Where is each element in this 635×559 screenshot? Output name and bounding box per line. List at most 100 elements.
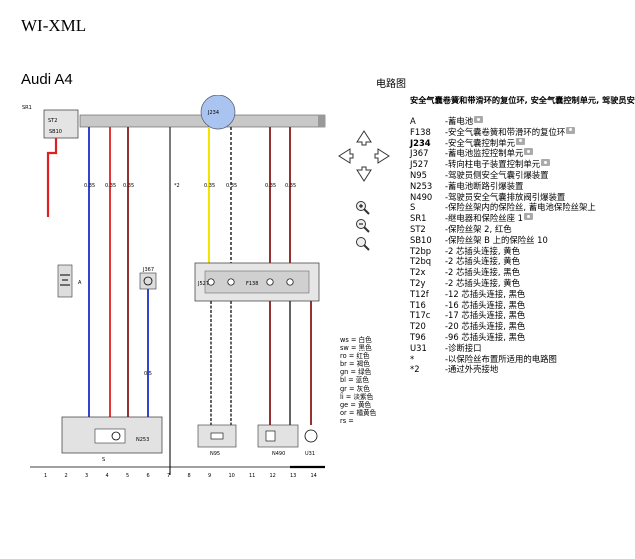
legend-desc: -2 芯插头连接, 黄色	[445, 245, 520, 256]
legend-code[interactable]: N253	[410, 180, 433, 191]
wiring-diagram: SR1 ST2 SB10 J234 0.35 0.35 0.35 0.35 0.…	[22, 95, 326, 479]
column-number: 13	[290, 473, 296, 479]
wire-color-code: bl =	[340, 376, 356, 385]
legend-row: J367 -蓄电池监控控制单元	[410, 148, 635, 159]
pan-down-icon[interactable]	[356, 166, 372, 182]
connector-pin	[286, 278, 294, 286]
legend-code[interactable]: T20	[410, 321, 426, 332]
battery-a[interactable]	[57, 264, 73, 298]
legend-desc: -保险丝架 B 上的保险丝 10	[445, 234, 548, 245]
legend-code[interactable]: *	[410, 353, 415, 364]
connector-pin	[266, 278, 274, 286]
legend-row: J234 -安全气囊控制单元	[410, 137, 635, 149]
legend-code[interactable]: J367	[410, 148, 429, 159]
legend-desc: -2 芯插头连接, 黑色	[445, 267, 520, 278]
u31-label: U31	[305, 451, 315, 457]
pan-left-icon[interactable]	[338, 148, 354, 164]
wire-color-name: 蓝色	[355, 376, 369, 385]
legend-code[interactable]: *2	[410, 364, 420, 375]
gauge-label: 0.35	[105, 183, 116, 189]
n490-block[interactable]	[257, 424, 299, 448]
column-number: 12	[270, 473, 276, 479]
legend-desc: -通过外壳接地	[445, 364, 499, 375]
zoom-reset-icon[interactable]	[355, 236, 371, 252]
legend-desc: -安全气囊控制单元	[445, 137, 516, 148]
fuse-label: SB10	[49, 129, 62, 135]
camera-icon[interactable]	[566, 126, 576, 134]
legend-row: N253-蓄电池断路引爆装置	[410, 181, 635, 192]
legend-code[interactable]: T2y	[410, 277, 426, 288]
app-title: WI-XML	[21, 16, 87, 35]
legend-code[interactable]: F138	[410, 126, 431, 137]
legend-desc: -20 芯插头连接, 黑色	[445, 321, 526, 332]
wire-color-row: or = 橘黄色	[340, 409, 376, 417]
legend-code[interactable]: J527	[410, 159, 429, 170]
pan-up-icon[interactable]	[356, 130, 372, 146]
j234-marker[interactable]	[200, 95, 236, 130]
column-number: 3	[85, 473, 88, 479]
sr1-block[interactable]	[43, 109, 79, 139]
wire-color-code: ws =	[340, 336, 359, 344]
legend-code[interactable]: T12f	[410, 288, 429, 299]
legend-row: U31-诊断接口	[410, 343, 635, 354]
camera-icon[interactable]	[474, 116, 484, 123]
wire-color-code: br =	[340, 360, 357, 369]
column-number: 11	[249, 473, 255, 479]
column-number: 9	[208, 473, 211, 479]
wire-color-name: 灰色	[356, 384, 370, 393]
pan-right-icon[interactable]	[374, 148, 390, 164]
legend-row: T2y-2 芯插头连接, 黄色	[410, 278, 635, 289]
wire-color-name: 红色	[356, 352, 370, 361]
wire-color-name: 绿色	[358, 368, 372, 377]
legend-code[interactable]: S	[410, 202, 416, 213]
camera-icon[interactable]	[524, 213, 534, 221]
legend-row: N95 -驾驶员侧安全气囊引爆装置	[410, 170, 635, 181]
legend-code[interactable]: N490	[410, 191, 433, 202]
u31-component[interactable]	[304, 429, 318, 443]
legend-desc: -驾驶员侧安全气囊引爆装置	[445, 169, 549, 180]
n253-inner	[94, 428, 126, 444]
sr1-label: SR1	[22, 105, 32, 111]
legend-desc: -2 芯插头连接, 黄色	[445, 256, 520, 267]
legend-desc: -蓄电池监控控制单元	[445, 148, 524, 159]
legend-code[interactable]: T96	[410, 331, 426, 342]
j234-label: J234	[207, 110, 219, 116]
legend-code[interactable]: T16	[410, 299, 426, 310]
legend-code[interactable]: T2bq	[410, 256, 432, 267]
st2-label: ST2	[48, 118, 57, 124]
legend-code[interactable]: J234	[410, 137, 431, 148]
legend-code[interactable]: SB10	[410, 234, 432, 245]
wire-color-row: bl = 蓝色	[340, 376, 376, 384]
gauge-label: 0.35	[226, 183, 237, 189]
j367-block[interactable]	[139, 272, 157, 290]
bus-end-cap	[318, 115, 325, 127]
red-wire	[46, 138, 58, 217]
zoom-in-icon[interactable]	[355, 200, 371, 216]
legend-code[interactable]: U31	[410, 342, 427, 353]
connector-pin	[207, 278, 215, 286]
f138-label: F138	[246, 281, 258, 287]
legend-code[interactable]: N95	[410, 169, 427, 180]
wire-color-code: gn =	[340, 368, 359, 377]
wire-color-row: rs =	[340, 417, 376, 425]
camera-icon[interactable]	[516, 137, 526, 145]
wire-color-name: 褐色	[356, 360, 370, 369]
legend-row: ST2-保险丝架 2, 红色	[410, 224, 635, 235]
camera-icon[interactable]	[541, 159, 551, 167]
legend-code[interactable]: ST2	[410, 223, 426, 234]
legend-code[interactable]: T17c	[410, 310, 431, 321]
wire-color-code: or =	[340, 408, 357, 417]
legend-code[interactable]: T2x	[410, 267, 426, 278]
legend-row: T2bp -2 芯插头连接, 黄色	[410, 246, 635, 257]
s-n253-block[interactable]	[61, 416, 163, 454]
gauge-label: 0.35	[204, 183, 215, 189]
legend-code[interactable]: SR1	[410, 213, 427, 224]
legend-code[interactable]: T2bp	[410, 245, 432, 256]
camera-icon[interactable]	[524, 148, 534, 156]
legend-code[interactable]: A	[410, 116, 416, 126]
column-number: 1	[44, 473, 47, 479]
s-label: S	[102, 457, 105, 463]
column-number: 10	[229, 473, 235, 479]
zoom-out-icon[interactable]	[355, 218, 371, 234]
wire-color-row: sw = 黑色	[340, 344, 376, 352]
